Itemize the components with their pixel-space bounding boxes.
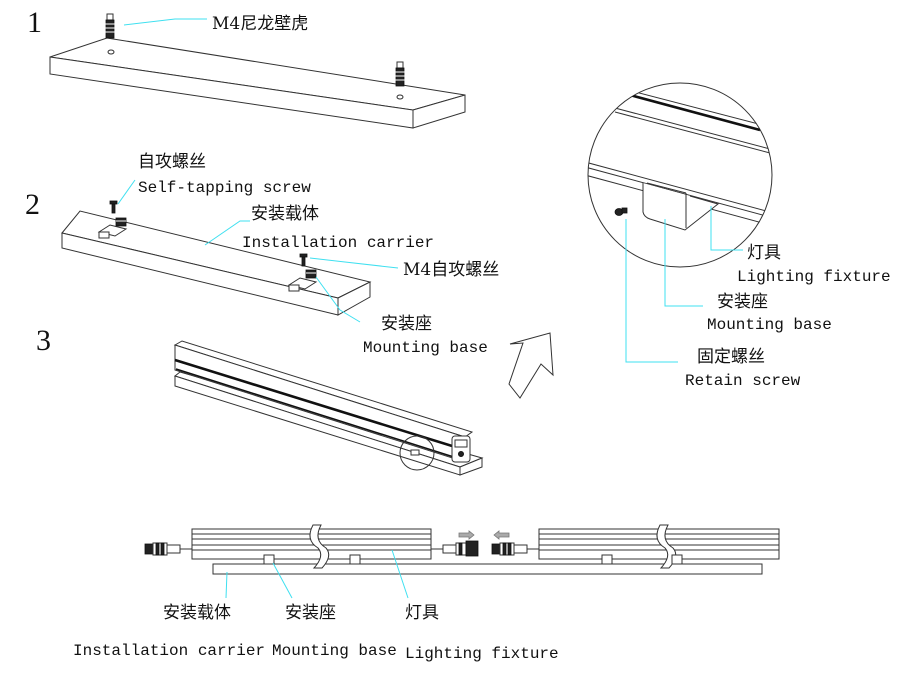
mounting-base-icon (287, 269, 318, 292)
self-tapping-screw-icon (109, 200, 118, 214)
fixture-front (174, 344, 466, 463)
detail-view: 灯具 Lighting fixture 安装座 Mounting base 固定… (587, 82, 891, 390)
leader-line (710, 206, 743, 251)
m4-screw-label-cn: M4自攻螺丝 (403, 260, 499, 280)
mounting-base-icon (97, 217, 128, 239)
arrow-icon (508, 332, 554, 399)
mounting-base (671, 554, 683, 565)
board-hole (107, 49, 115, 55)
leader-line (315, 276, 361, 323)
m4-screw-icon (299, 253, 308, 267)
fixture-label-en: Lighting fixture (405, 645, 559, 663)
base-label-cn: 安装座 (381, 314, 432, 334)
fixture-label-cn: 灯具 (747, 243, 781, 263)
leader-line (625, 219, 678, 363)
step-1: 1 M4尼龙壁虎 (27, 6, 466, 129)
step-number-3: 3 (36, 324, 51, 357)
detail-callout-circle[interactable] (399, 435, 435, 471)
side-view: 安装载体 Installation carrier 安装座 Mounting b… (73, 524, 780, 663)
carrier-label-cn: 安装载体 (251, 204, 319, 224)
mounting-base (601, 554, 613, 565)
leader-line (117, 179, 136, 205)
step-number-2: 2 (25, 188, 40, 221)
leader-line (204, 220, 250, 246)
base-label-en: Mounting base (272, 642, 397, 660)
break-mark-icon (309, 524, 330, 569)
leader-line (225, 571, 228, 599)
base-label-en: Mounting base (363, 339, 488, 357)
mounting-base (349, 554, 361, 565)
step-3: 3 (36, 324, 484, 476)
leader-line (123, 18, 207, 26)
screw-label-en: Self-tapping screw (138, 179, 311, 197)
leader-line (664, 219, 703, 307)
fixture-left (180, 524, 443, 569)
assembled-fixture (173, 340, 484, 476)
retain-screw-icon (614, 207, 628, 216)
end-cap (451, 435, 471, 463)
leader-line (391, 549, 409, 599)
retain-label-en: Retain screw (685, 372, 801, 390)
fixture-label-en: Lighting fixture (737, 268, 891, 286)
base-label-cn: 安装座 (285, 603, 336, 623)
arrow-right-icon (458, 530, 475, 540)
carrier-label-en: Installation carrier (242, 234, 434, 252)
carrier-label-cn: 安装载体 (163, 603, 231, 623)
fixture-label-cn: 灯具 (405, 603, 439, 623)
board-side (337, 281, 371, 316)
connector-male-icon (144, 542, 181, 556)
step-number-1: 1 (27, 6, 42, 39)
carrier-side (459, 457, 483, 476)
arrow-left-icon (493, 530, 510, 540)
leader-line (309, 257, 399, 269)
fixture-right (527, 524, 780, 569)
detail-circle (587, 82, 773, 268)
connector-female-icon (442, 540, 479, 557)
wall-board (49, 37, 466, 129)
retain-label-cn: 固定螺丝 (697, 347, 765, 367)
carrier-board (61, 210, 372, 316)
base-label-cn: 安装座 (717, 292, 768, 312)
base-label-en: Mounting base (707, 316, 832, 334)
break-mark-icon (656, 524, 677, 569)
mounting-base-detail (642, 183, 720, 231)
nylon-anchor-icon (395, 61, 405, 87)
board-hole (396, 94, 404, 100)
leader-line (272, 562, 293, 599)
installation-carrier-bar (212, 563, 763, 575)
screw-label-cn: 自攻螺丝 (138, 152, 206, 172)
board-side (412, 94, 466, 129)
nylon-anchor-icon (105, 13, 115, 39)
carrier-label-en: Installation carrier (73, 642, 265, 660)
step-2: 2 (25, 152, 499, 357)
connector-icon (457, 450, 464, 457)
mounting-base (263, 554, 275, 565)
anchor-label: M4尼龙壁虎 (212, 14, 308, 34)
connector-male-icon (491, 542, 528, 556)
